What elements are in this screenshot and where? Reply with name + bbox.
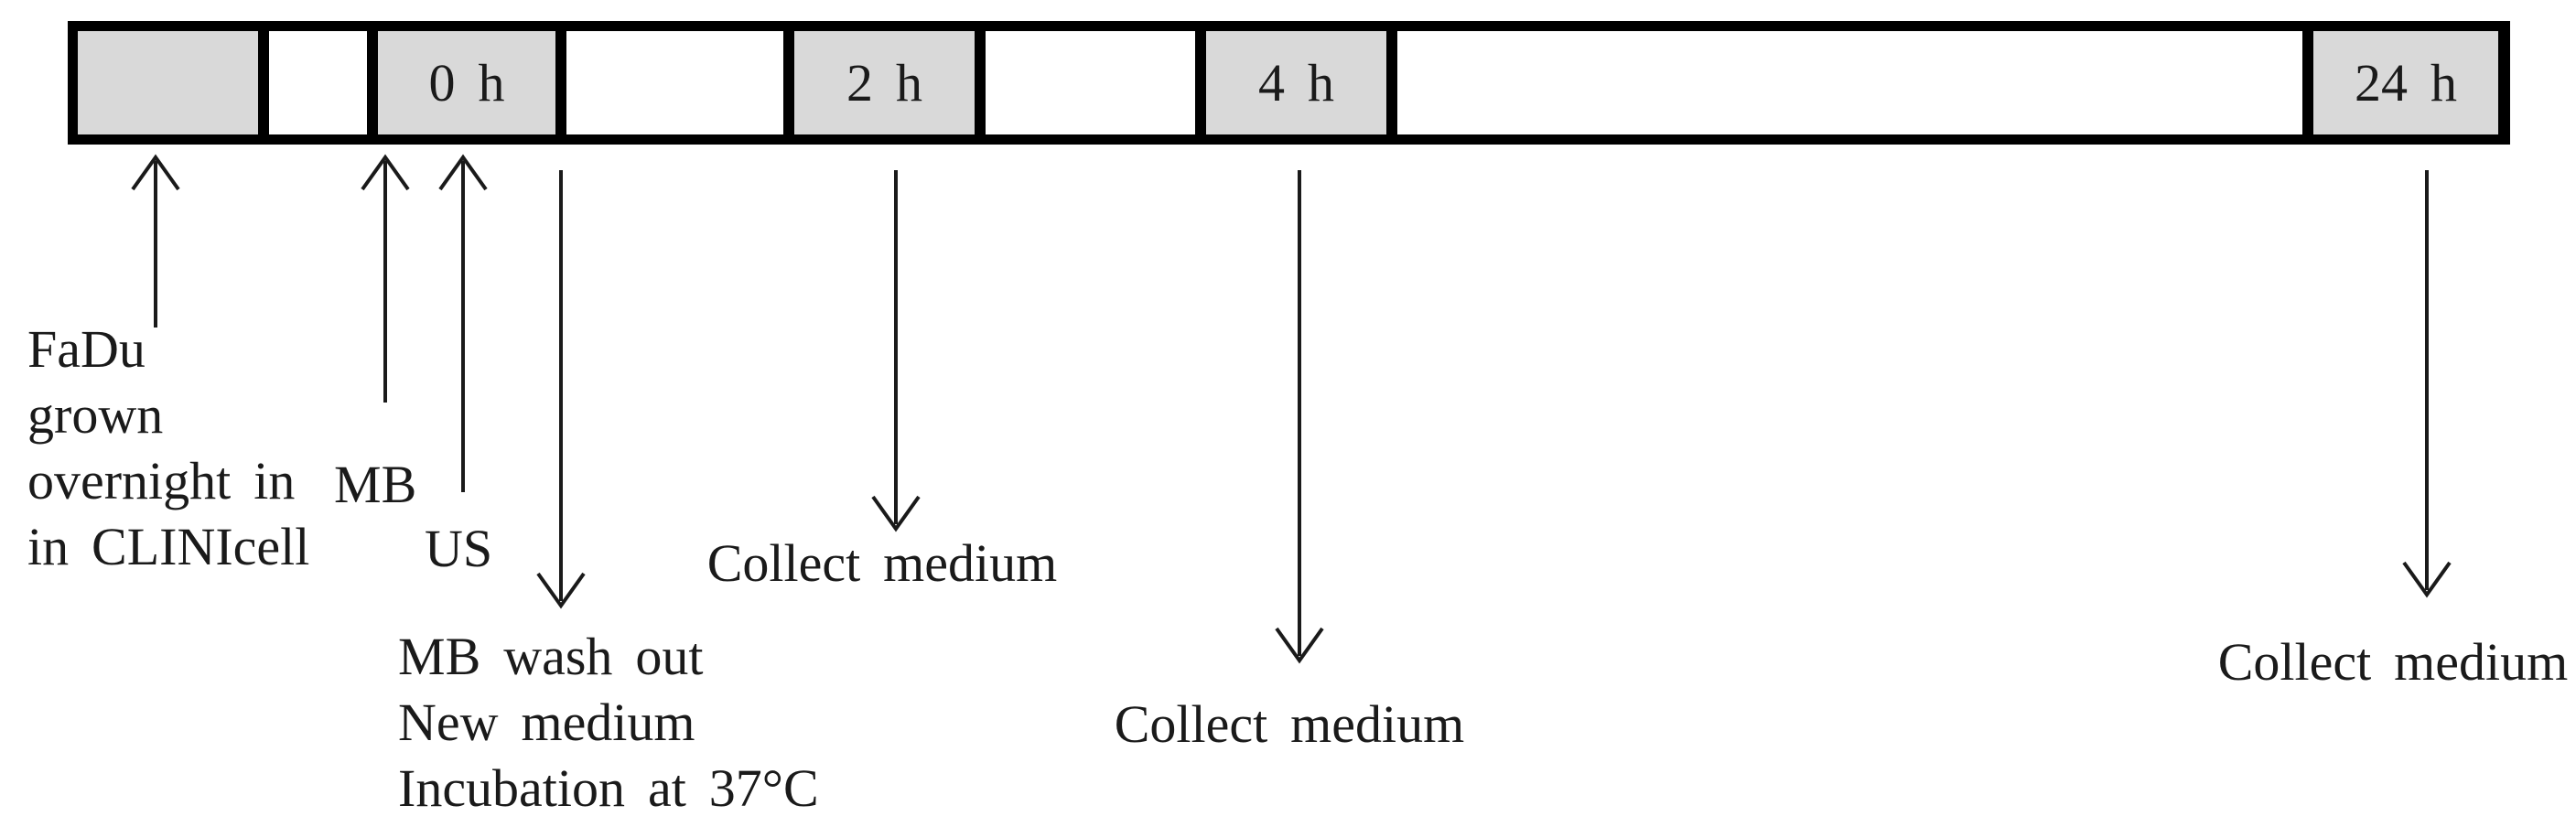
timeline-segment [1397, 31, 2302, 134]
annotation-fadu-line3: overnight in [27, 451, 296, 510]
timeline-segment-4h: 4 h [1206, 31, 1386, 134]
annotation-us: US [425, 519, 493, 578]
down-arrow-collect-4h [1275, 170, 1324, 664]
timeline-segment [566, 31, 783, 134]
annotation-collect-2h: Collect medium [706, 533, 1058, 593]
up-arrow-mb [361, 154, 410, 403]
segment-label: 0 h [428, 53, 505, 113]
up-arrow-us [438, 154, 488, 492]
annotation-washout-line3: Incubation at 37°C [398, 758, 819, 818]
annotation-washout: MB wash out New medium Incubation at 37°… [398, 624, 819, 822]
down-arrow-washout [536, 170, 586, 609]
annotation-fadu-line1: FaDu [27, 319, 146, 379]
down-arrow-collect-24h [2402, 170, 2452, 598]
timeline-segment-2h: 2 h [794, 31, 975, 134]
up-arrow-fadu [131, 154, 180, 328]
timeline-segment-24h: 24 h [2313, 31, 2498, 134]
annotation-fadu: FaDu grown overnight in in CLINIcell [27, 317, 309, 580]
annotation-fadu-line2: grown [27, 385, 164, 445]
annotation-fadu-line4: in CLINIcell [27, 517, 310, 576]
annotation-collect-4h: Collect medium [1114, 694, 1465, 754]
timeline-bar: 0 h 2 h 4 h 24 h [68, 21, 2510, 145]
down-arrow-collect-2h [871, 170, 921, 532]
annotation-washout-line1: MB wash out [398, 627, 704, 686]
timeline-segment [78, 31, 258, 134]
segment-label: 2 h [846, 53, 922, 113]
segment-label: 24 h [2355, 53, 2457, 113]
segment-label: 4 h [1258, 53, 1334, 113]
timeline-segment [986, 31, 1195, 134]
annotation-washout-line2: New medium [398, 693, 695, 752]
annotation-mb: MB [334, 455, 417, 514]
timeline-segment [269, 31, 367, 134]
annotation-collect-24h: Collect medium [2217, 632, 2569, 692]
timeline-segment-0h: 0 h [378, 31, 555, 134]
